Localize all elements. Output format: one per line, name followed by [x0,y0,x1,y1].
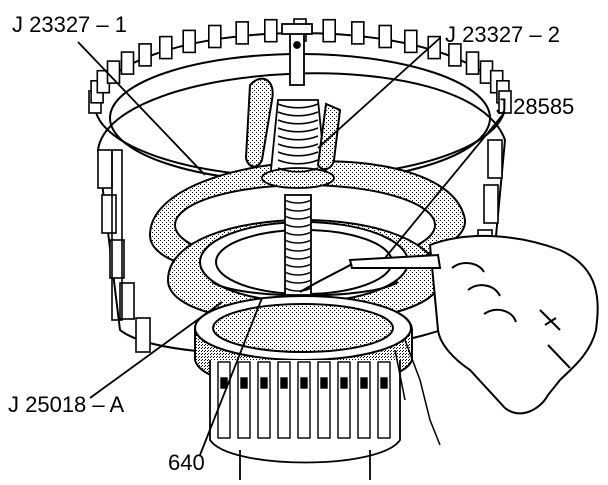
rod-thread [284,215,312,220]
drum-spline-tooth [138,43,152,67]
hub-tooth [257,361,271,439]
hub-tooth-slot [220,377,228,389]
screw-threads [277,103,319,173]
hub-tooth [317,361,331,439]
screw-thread [277,119,319,125]
hub-tooth [237,361,251,439]
rod-thread [284,199,312,204]
drum-spline-tooth [350,21,365,45]
hub-tooth [217,361,231,439]
leader-lines [77,37,506,456]
label-j23327-1: J 23327 – 1 [12,12,127,37]
label-640: 640 [168,450,205,475]
drum-spline-tooth [322,18,337,43]
screw-thread [277,151,319,157]
rod-thread [284,263,312,268]
drum-spline-tooth [448,43,462,67]
screw-thread [277,127,319,133]
hub-tooth [377,361,391,439]
rod-thread [284,247,312,252]
label-j23327-2: J 23327 – 2 [445,22,560,47]
drum-spline-tooth [403,29,418,54]
drum-spline-tooth [182,29,196,54]
rod-thread [284,239,312,244]
forcing-screw [261,23,335,189]
screw-thread [277,143,319,149]
screw-thread [277,103,319,109]
crossbar-handle [244,77,342,171]
rod-thread [284,279,312,284]
hub-tooth-slot [320,377,328,389]
hub-tooth-slot [280,377,288,389]
drum-side-teeth-left [97,149,151,353]
rod-thread [284,271,312,276]
rod-thread [284,255,312,260]
drum-spline-tooth [120,51,135,75]
hub-tooth-slot [260,377,268,389]
drum-spline-tooth [235,21,249,45]
hub-teeth [217,361,391,439]
screw-thread [277,167,319,173]
hand-with-tool [299,234,599,415]
hub-tooth-slot [240,377,248,389]
threaded-rod [284,194,312,296]
hub-tooth [357,361,371,439]
drum-spline-tooth [378,24,393,49]
drum-spline-tooth [263,18,278,43]
clutch-pack-edge [394,339,441,446]
rod-thread [284,207,312,212]
hub-tooth-slot [360,377,368,389]
hub-tooth [297,361,311,439]
label-j25018-a: J 25018 – A [8,392,125,417]
drum-spline-tooth [208,24,222,49]
drum-spline-tooth [465,51,480,75]
screw-thread [277,135,319,141]
hub-tooth-slot [300,377,308,389]
hub-tooth [277,361,291,439]
screw-thread [277,159,319,165]
screw-thread [277,111,319,117]
rod-thread [284,231,312,236]
hub-tooth-slot [380,377,388,389]
rod-threads [284,199,312,292]
rod-thread [284,223,312,228]
rod-thread [284,287,312,292]
drum-spline-tooth [159,35,173,60]
hub-tooth-slot [340,377,348,389]
hub-tooth [337,361,351,439]
label-j28585: J 28585 [496,94,574,119]
